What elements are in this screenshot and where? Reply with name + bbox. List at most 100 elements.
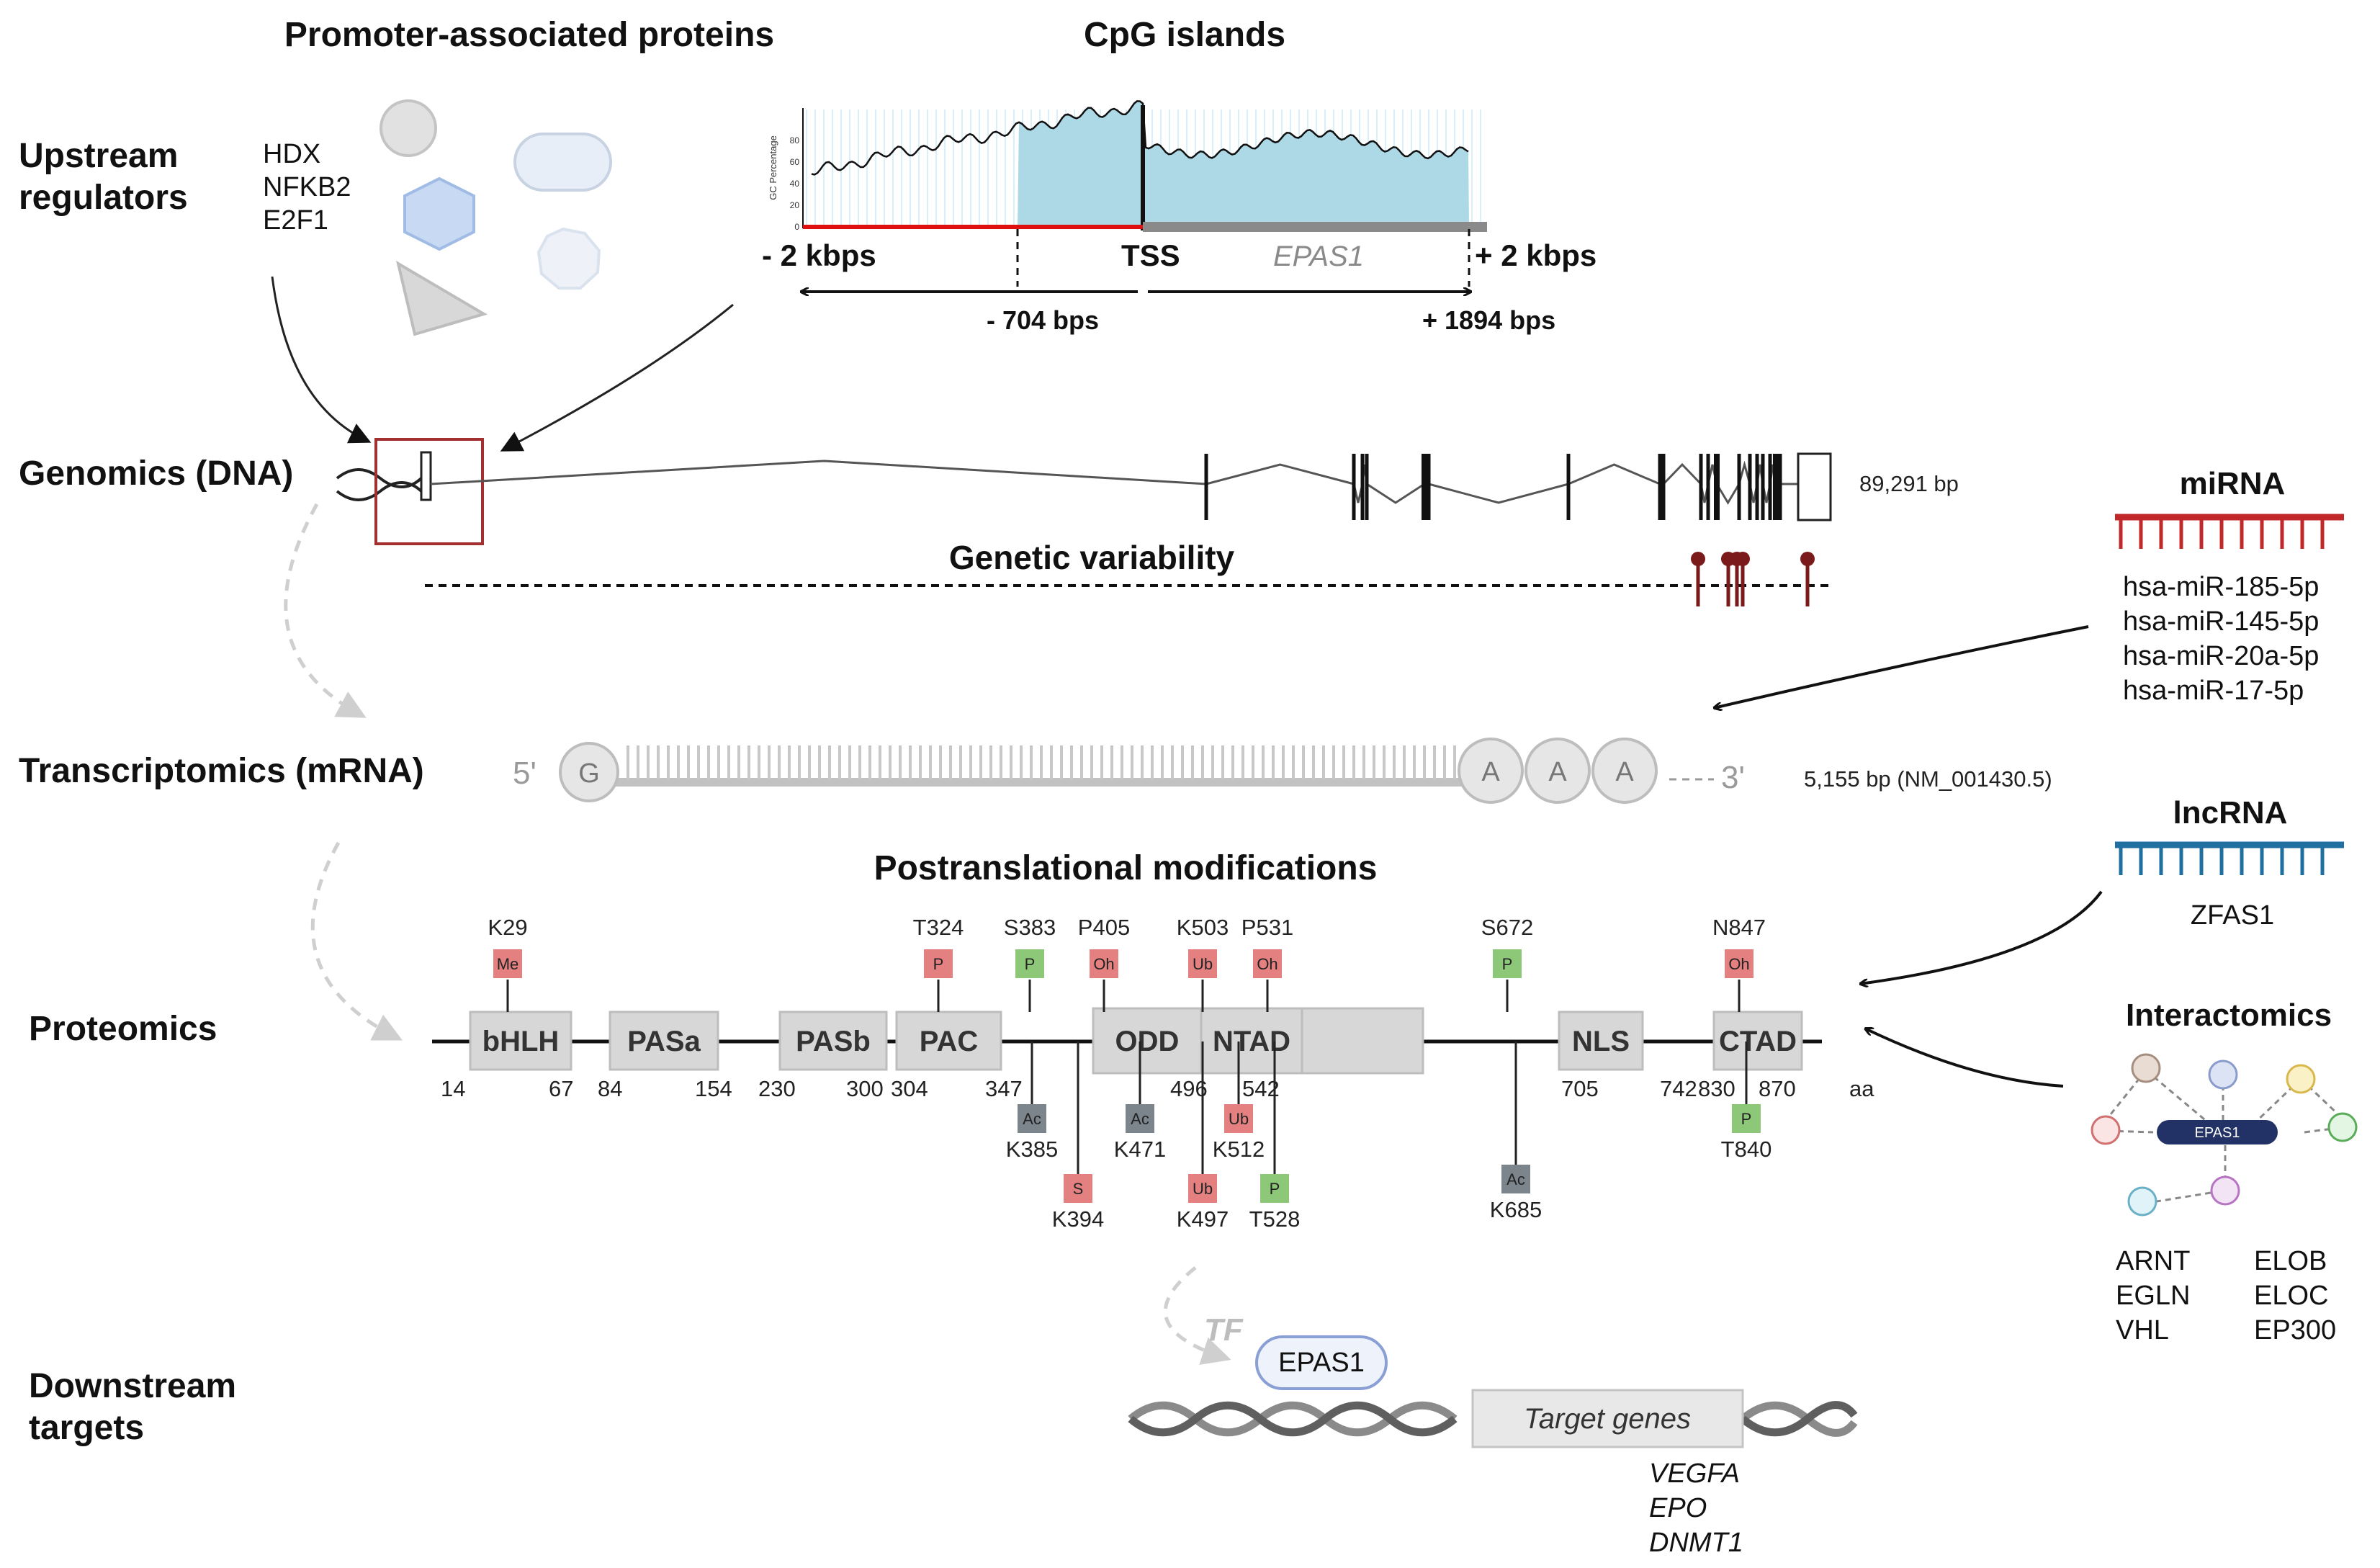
mirna-item: hsa-miR-20a-5p [2123,641,2319,671]
ptm-type: Oh [1728,955,1749,973]
epas1-factor-label: EPAS1 [1278,1348,1365,1378]
domain-position: 154 [695,1076,732,1101]
exon [1427,454,1431,520]
regulator-e2f1: E2F1 [263,205,328,236]
domain-label: PAC [920,1026,978,1057]
ptm-badge [1090,949,1118,978]
interactor-node [2210,1175,2240,1206]
exon [1706,454,1710,520]
row-upstream-line1: Upstream [19,137,178,175]
row-downstream-line1: Downstream [29,1367,236,1405]
mrna-length: 5,155 bp (NM_001430.5) [1804,766,2052,792]
cpg-minus704-label: - 704 bps [987,305,1099,335]
interactor-node [2327,1112,2358,1142]
exon [1365,454,1369,520]
mrna-three-prime: 3' [1721,760,1745,795]
row-upstream: Upstream regulators [19,137,188,217]
domain-label: NTAD [1213,1026,1290,1057]
exon [1360,454,1365,520]
domain-label: bHLH [482,1026,560,1057]
row-genomics: Genomics (DNA) [19,454,293,493]
ptm-site: T324 [913,915,964,940]
epas1-factor [1255,1335,1388,1390]
domain-position: 67 [549,1076,573,1101]
circle-protein-icon [380,99,437,157]
ptm-site: S672 [1481,915,1533,940]
genetic-variability-title: Genetic variability [949,539,1235,576]
polya-bead [1458,738,1524,804]
ptm-type: S [1073,1180,1084,1198]
ptm-title: Postranslational modifications [874,849,1378,887]
protein-domain [609,1011,719,1071]
ptm-type: Ub [1193,1180,1213,1198]
mirna-title: miRNA [2180,466,2286,501]
rounded-protein-icon [513,133,612,192]
domain-position: 496 [1170,1076,1208,1101]
ptm-site: K29 [488,915,527,940]
target-dna-helix [1128,1401,1858,1437]
domain-position: 230 [758,1076,796,1101]
mirna-item: hsa-miR-185-5p [2123,572,2319,602]
exon [1204,454,1208,520]
ptm-site: K471 [1114,1137,1166,1162]
interactor-node [2131,1053,2161,1083]
domain-label: PASa [627,1026,701,1057]
gc-ylabel: GC Percentage [768,135,778,200]
cpg-minus2-label: - 2 kbps [762,238,876,272]
ptm-site: K685 [1490,1197,1542,1222]
ptm-type: Ac [1023,1110,1041,1128]
gc-ytick: 40 [790,179,800,189]
exon [1755,454,1759,520]
cpg-title: CpG islands [1084,16,1285,54]
exon [1778,454,1782,520]
cpg-arrow [500,303,734,452]
cpg-island-fill-upstream [1018,101,1143,226]
ptm-site: P531 [1241,915,1293,940]
domain-position: 542 [1242,1076,1280,1101]
polya-bead [1591,738,1658,804]
ptm-site: N847 [1712,915,1766,940]
ptm-site: K503 [1177,915,1229,940]
exon [1761,454,1765,520]
ptm-site: K512 [1213,1137,1265,1162]
lncrna-arrow [1860,890,2103,984]
domain-position: 84 [598,1076,622,1101]
polya-label: A [1481,757,1500,787]
mrna-five-prime: 5' [513,756,536,791]
polya-label: A [1548,757,1567,787]
protein-domain [1092,1007,1203,1075]
genome-length: 89,291 bp [1859,471,1959,496]
interactor-name: EGLN [2116,1281,2190,1311]
mirna-teeth [2119,517,2325,549]
ptm-type: Oh [1257,955,1277,973]
domain-position: 705 [1561,1076,1599,1101]
ptm-badge [1064,1174,1092,1203]
ptm-type: P [1270,1180,1280,1198]
exon [1661,454,1666,520]
cpg-plus2-label: + 2 kbps [1475,238,1597,272]
ptm-type: Oh [1093,955,1114,973]
target-gene: VEGFA [1649,1459,1740,1489]
tf-label: TF [1204,1312,1244,1348]
protein-domain [778,1011,888,1071]
interactor-node [2127,1186,2157,1217]
ptm-badge [1732,1104,1761,1133]
ptm-badge [1725,949,1753,978]
protein-domain [1200,1007,1303,1075]
target-genes-box [1471,1389,1744,1448]
interactor-name: ELOB [2254,1246,2327,1276]
ptm-badge [1188,1174,1217,1203]
ptm-badge [493,949,522,978]
domain-label: PASb [796,1026,871,1057]
epas1-hub [2157,1120,2278,1144]
mrna-cap [559,742,619,802]
ptm-badge [1188,949,1217,978]
flow-arrow-dna-mrna [284,503,367,718]
lncrna-teeth [2119,845,2325,875]
lncrna-title: lncRNA [2173,795,2288,830]
row-upstream-line2: regulators [19,179,188,217]
ptm-type: Ub [1193,955,1213,973]
